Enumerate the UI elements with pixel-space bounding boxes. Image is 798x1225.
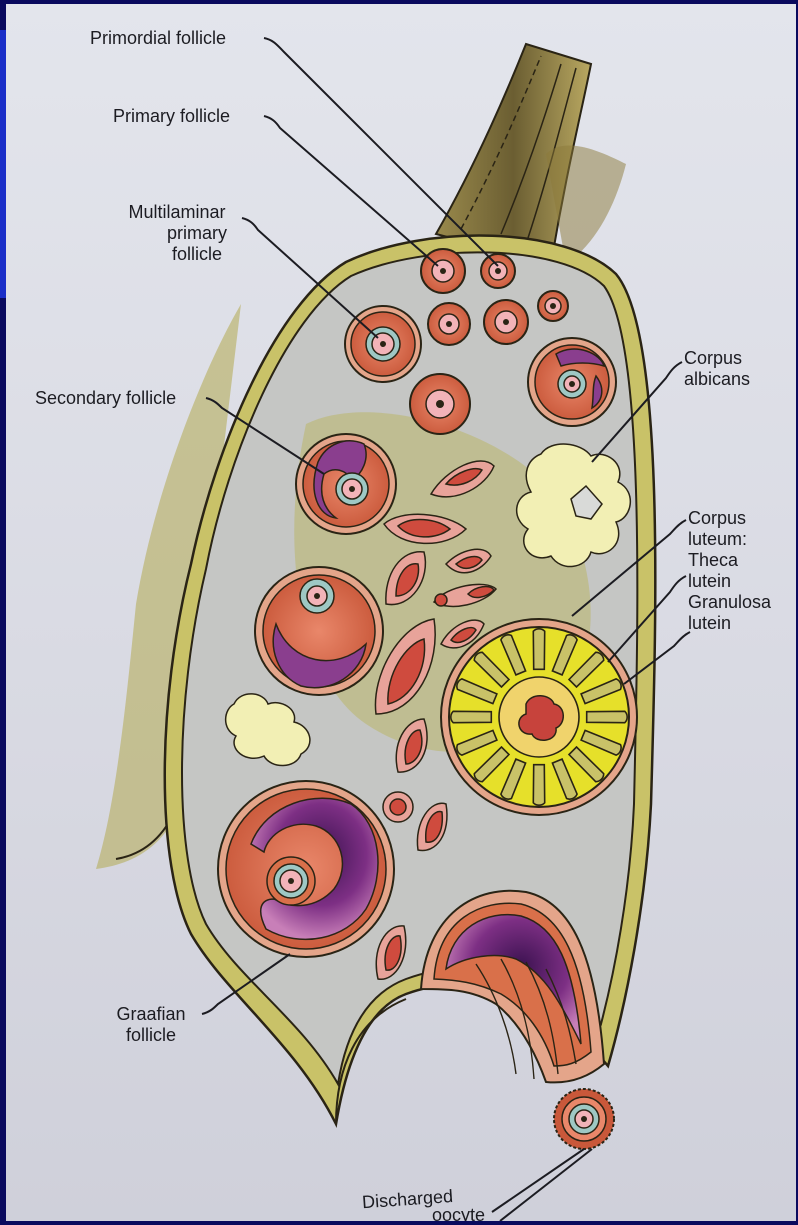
label-primordial-follicle: Primordial follicle <box>90 28 226 49</box>
corpus-luteum <box>441 619 637 815</box>
label-graafian-line1: Graafian <box>96 1004 206 1025</box>
lutein-fold <box>451 711 491 722</box>
label-granulosa-line1: Granulosa <box>688 592 771 613</box>
label-corpus-luteum-line2: luteum: <box>688 529 771 550</box>
corpus-albicans <box>517 444 631 566</box>
graafian-follicle <box>218 781 394 957</box>
label-discharged-oocyte: Discharged oocyte <box>362 1188 485 1221</box>
label-theca-line2: lutein <box>688 571 771 592</box>
label-corpus-luteum-line1: Corpus <box>688 508 771 529</box>
label-graafian-follicle: Graafian follicle <box>96 1004 206 1046</box>
label-corpus-albicans-line1: Corpus <box>684 348 750 369</box>
label-granulosa-line2: lutein <box>688 613 771 634</box>
label-multilaminar-line2: primary <box>114 223 240 244</box>
lutein-fold <box>533 765 544 805</box>
label-multilaminar-line1: Multilaminar <box>114 202 240 223</box>
label-corpus-luteum: Corpus luteum: Theca lutein Granulosa lu… <box>688 508 771 634</box>
label-corpus-albicans-line2: albicans <box>684 369 750 390</box>
secondary-follicle-right <box>528 338 616 426</box>
label-primary-follicle: Primary follicle <box>113 106 230 127</box>
discharged-oocyte <box>554 1089 614 1149</box>
antral-follicle <box>255 567 383 695</box>
label-theca-line1: Theca <box>688 550 771 571</box>
label-multilaminar-line3: follicle <box>114 244 240 265</box>
label-secondary-follicle: Secondary follicle <box>35 388 176 409</box>
lutein-fold <box>533 629 544 669</box>
label-corpus-albicans: Corpus albicans <box>684 348 750 390</box>
diagram-frame: Primordial follicle Primary follicle Mul… <box>6 4 796 1221</box>
secondary-follicle <box>296 434 396 534</box>
label-graafian-line2: follicle <box>96 1025 206 1046</box>
label-multilaminar: Multilaminar primary follicle <box>114 202 240 265</box>
lutein-fold <box>587 711 627 722</box>
